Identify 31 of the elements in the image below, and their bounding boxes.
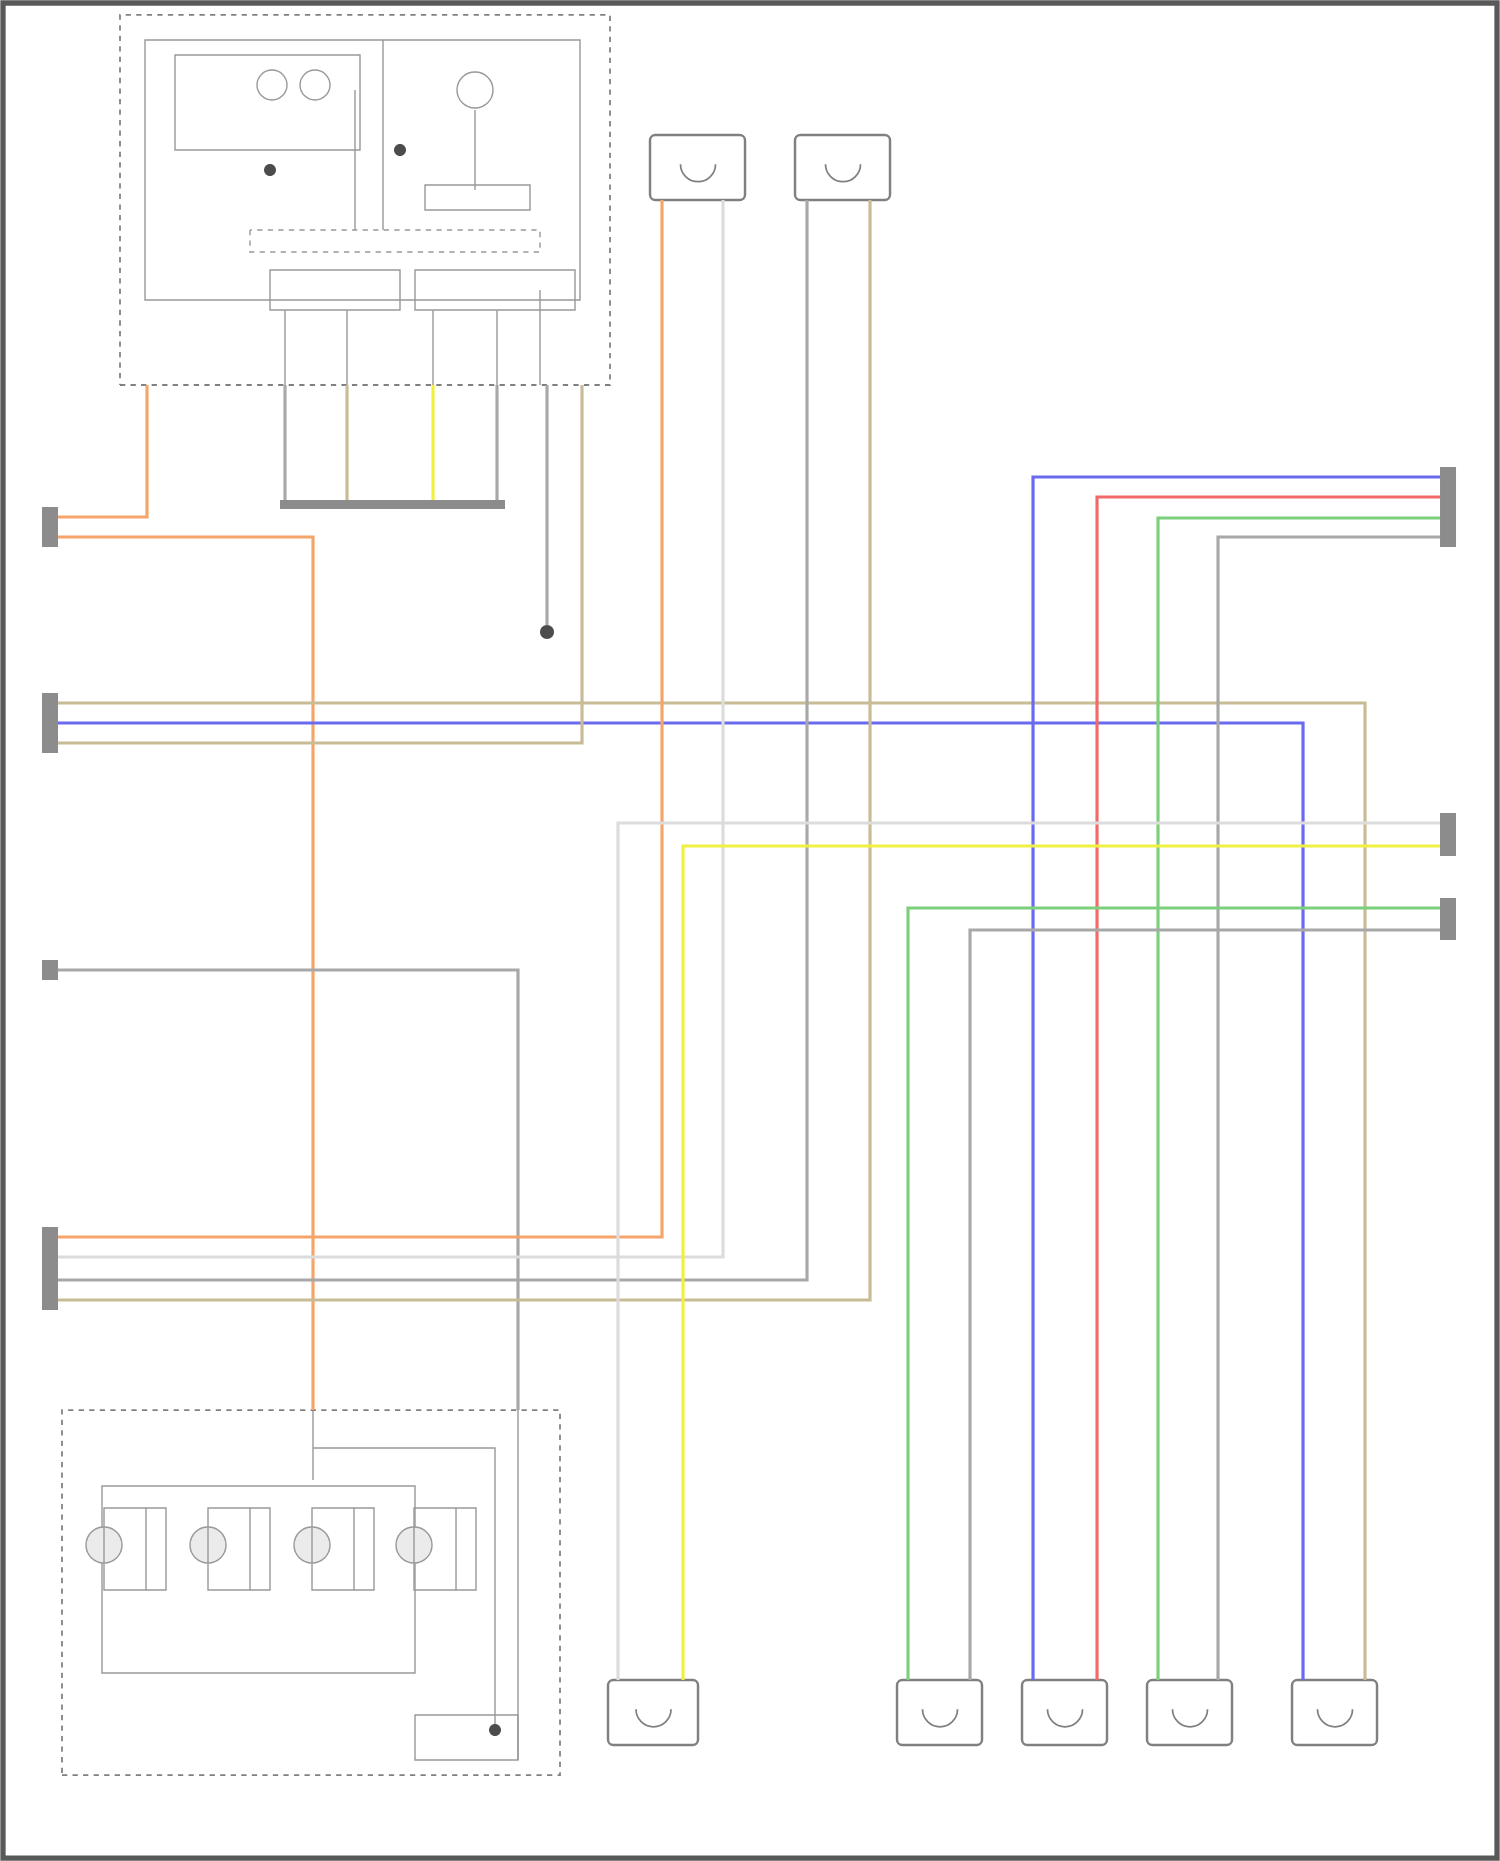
connector-block	[1440, 813, 1457, 856]
ground-point	[540, 625, 554, 639]
connector-block	[42, 693, 58, 753]
wire	[58, 385, 149, 519]
airbag-connector	[1290, 1678, 1379, 1747]
wire	[58, 535, 315, 1410]
wire	[283, 385, 287, 500]
lamp-module-box	[61, 1409, 561, 1776]
ground-bar	[280, 500, 505, 509]
wire	[545, 385, 549, 625]
connector-block	[42, 960, 58, 980]
airbag-connector	[1145, 1678, 1234, 1747]
wire	[1216, 535, 1440, 1680]
connector-block	[1440, 467, 1457, 547]
wire	[431, 385, 435, 500]
control-module-box	[119, 14, 611, 386]
wire	[1156, 516, 1440, 1680]
impact-sensor	[648, 133, 747, 202]
airbag-connector	[895, 1678, 984, 1747]
wire	[1095, 495, 1440, 1680]
connector-block	[42, 1227, 58, 1310]
wire	[495, 385, 499, 500]
wire	[58, 385, 584, 745]
wire	[58, 968, 520, 1410]
airbag-connector	[1020, 1678, 1109, 1747]
connector-block	[42, 507, 58, 547]
wire	[345, 385, 349, 500]
airbag-connector	[606, 1678, 700, 1747]
connector-block	[1440, 898, 1457, 940]
impact-sensor	[793, 133, 892, 202]
wire	[1031, 475, 1440, 1680]
